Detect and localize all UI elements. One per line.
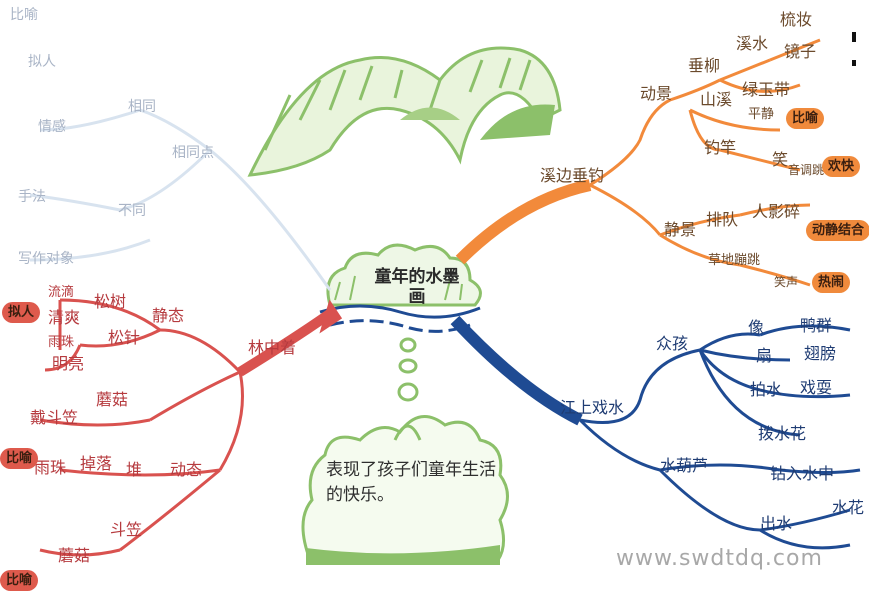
center-title: 童年的水墨画 <box>374 267 460 307</box>
tag-huankuai: 欢快 <box>822 156 861 177</box>
blue-node-xishua: 戏耍 <box>800 378 833 397</box>
mountain-illustration <box>247 46 562 177</box>
blue-branch-title: 江上戏水 <box>560 398 625 417</box>
orange-node-shuzhuang: 梳妆 <box>780 10 813 29</box>
blue-node-chibang: 翅膀 <box>804 344 837 363</box>
edge-mark <box>852 60 856 66</box>
faint-label-butong: 不同 <box>118 203 146 219</box>
summary-text: 表现了孩子们童年生活的快乐。 <box>326 460 496 505</box>
red-node-songzhen: 松针 <box>108 328 141 347</box>
edge-mark <box>852 32 856 42</box>
blue-node-zuanru: 钻入水中 <box>770 464 835 483</box>
orange-node-xiaosheng: 笑声 <box>774 275 799 289</box>
watermark: www.swdtdq.com <box>616 546 823 571</box>
red-node-diaoluo: 掉落 <box>80 454 113 473</box>
blue-node-zhonghai: 众孩 <box>656 334 689 353</box>
orange-branch-title: 溪边垂钓 <box>540 166 605 185</box>
faint-label-shoufa: 手法 <box>18 189 46 205</box>
orange-node-xishui: 溪水 <box>736 34 769 53</box>
tag-dongjing-jiehe: 动静结合 <box>806 220 869 241</box>
blue-node-paishui: 拍水 <box>750 380 783 399</box>
tag-renao: 热闹 <box>812 272 851 293</box>
red-node-yuzhu-dongtai: 雨珠 <box>34 458 67 477</box>
orange-node-jingzi: 镜子 <box>784 42 817 61</box>
red-node-mingliang: 明亮 <box>52 354 85 373</box>
faint-label-biyu: 比喻 <box>10 7 38 23</box>
blue-node-chushui: 出水 <box>760 514 793 533</box>
red-node-douli: 斗笠 <box>110 520 143 539</box>
blue-node-xiang: 像 <box>748 318 765 337</box>
blue-node-shuihulu: 水葫芦 <box>660 456 709 475</box>
red-node-mogu: 蘑菇 <box>96 390 129 409</box>
red-node-daidouli: 戴斗笠 <box>30 408 79 427</box>
orange-node-chuiliu: 垂柳 <box>688 56 721 75</box>
orange-node-diaogan: 钓竿 <box>704 138 737 157</box>
red-node-mogu-biyu: 蘑菇 <box>58 546 91 565</box>
red-node-yuzhu: 雨珠 <box>48 335 75 350</box>
orange-node-lvdai: 绿玉带 <box>742 80 791 99</box>
tag-niren: 拟人 <box>2 302 41 323</box>
blue-branch-lines <box>450 315 861 550</box>
center-cloud <box>319 243 482 333</box>
faint-label-xiangtong: 相同 <box>128 99 156 115</box>
blue-node-yaqun: 鸭群 <box>800 316 833 335</box>
orange-node-xiao: 笑 <box>772 150 789 169</box>
blue-node-shan: 扇 <box>756 346 773 365</box>
summary-cloud <box>301 415 509 565</box>
tag-biyu-2: 比喻 <box>0 570 39 591</box>
orange-node-renyingsui: 人影碎 <box>752 202 801 221</box>
red-node-qingshuang: 清爽 <box>48 308 81 327</box>
faint-hub-label: 相同点 <box>172 145 214 161</box>
orange-node-pingjing: 平静 <box>748 107 775 122</box>
orange-node-dongjing: 动景 <box>640 84 673 103</box>
red-branch-title: 林中着 <box>248 338 297 357</box>
red-node-dongtai: 动态 <box>170 460 203 479</box>
red-node-dui: 堆 <box>126 460 143 479</box>
red-node-jingtai: 静态 <box>152 306 185 325</box>
orange-node-jingjing: 静景 <box>664 220 697 239</box>
red-node-songshu: 松树 <box>94 292 127 311</box>
tag-biyu-1: 比喻 <box>0 448 39 469</box>
orange-branch-lines <box>455 38 821 287</box>
blue-node-shuihua: 水花 <box>832 498 865 517</box>
orange-node-caodi: 草地蹦跳 <box>708 253 761 268</box>
orange-node-shanxi: 山溪 <box>700 90 733 109</box>
red-node-liudi: 流滴 <box>48 285 75 300</box>
connector-dots <box>397 337 419 402</box>
faint-branch-lines <box>29 108 332 291</box>
faint-label-niren: 拟人 <box>28 54 56 70</box>
faint-label-qinggan: 情感 <box>38 119 66 135</box>
orange-node-yinzhaoting: 音调跳 <box>788 163 825 177</box>
red-branch-lines <box>39 298 343 557</box>
orange-node-paihuai: 排队 <box>706 210 739 229</box>
blue-node-boshuihua: 拨水花 <box>758 424 807 443</box>
tag-biyu-orange: 比喻 <box>786 108 825 129</box>
faint-label-xiezuoduixiang: 写作对象 <box>18 251 74 267</box>
